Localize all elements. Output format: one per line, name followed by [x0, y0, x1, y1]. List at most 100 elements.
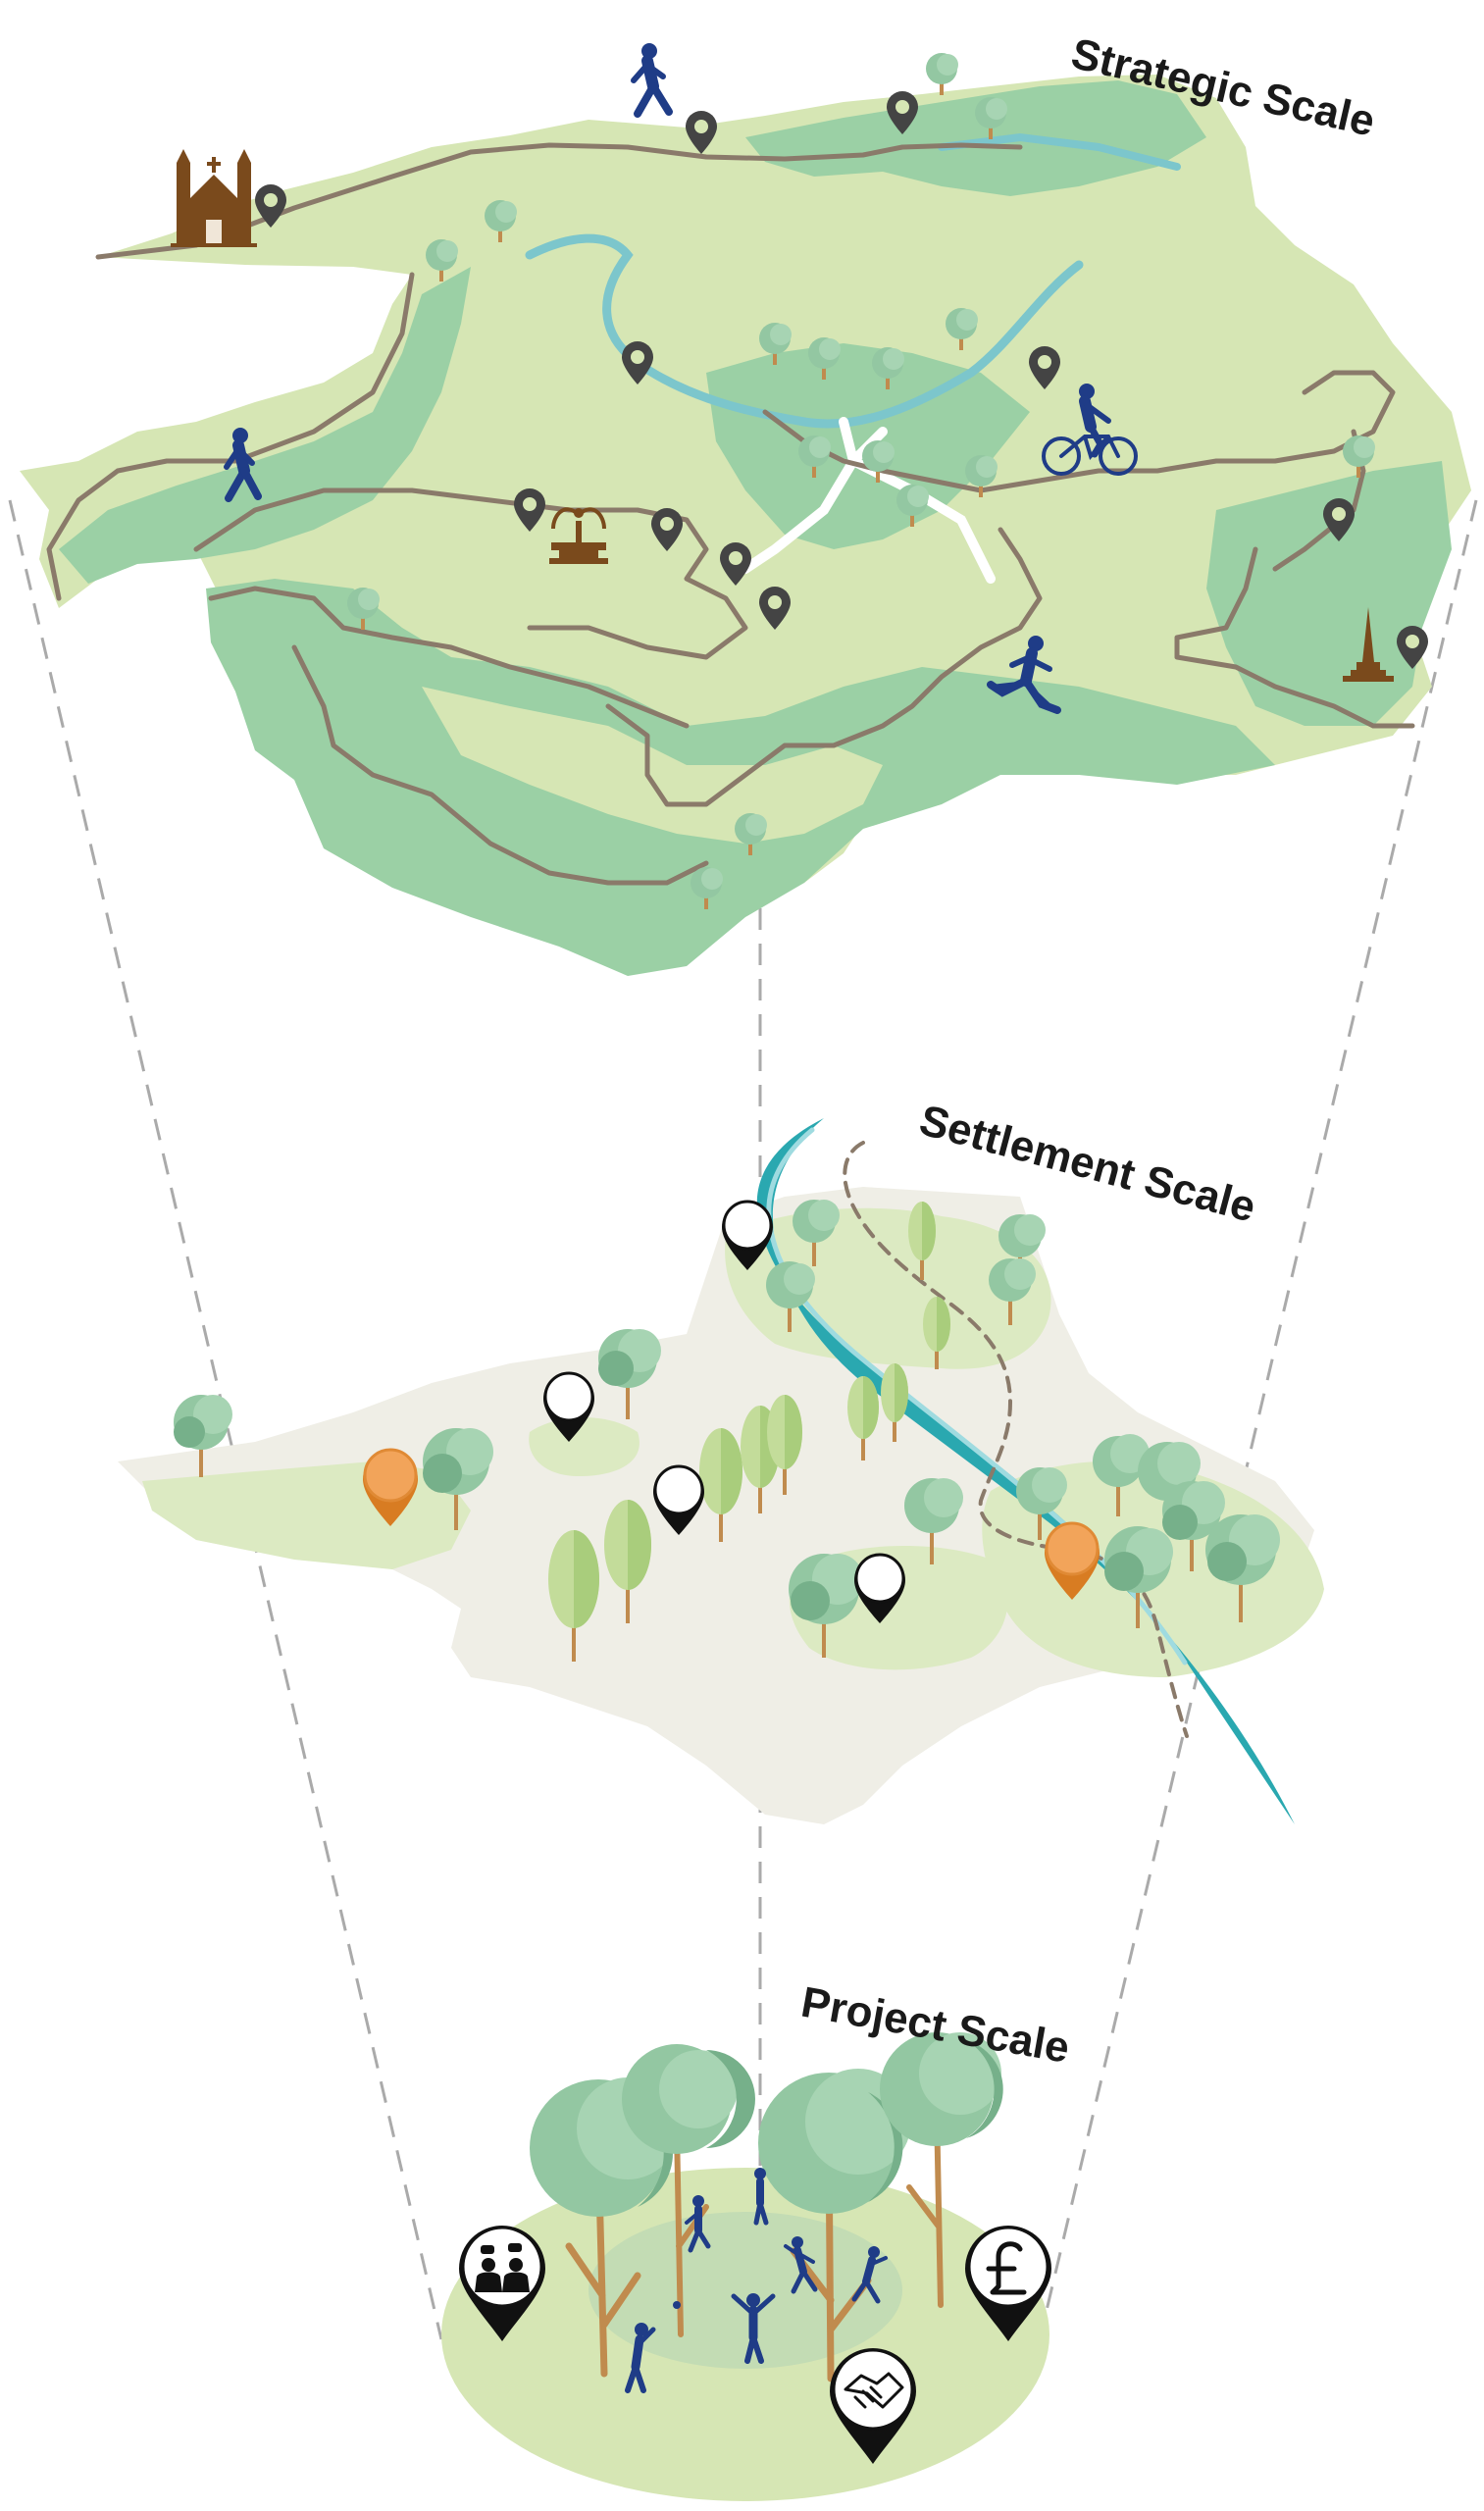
poplar-tree [923, 1297, 950, 1369]
map-pin-icon [720, 542, 751, 586]
map-pin-icon [1029, 346, 1060, 389]
tree [793, 1200, 840, 1266]
map-pin-white-icon [543, 1371, 594, 1442]
tree [1205, 1514, 1280, 1622]
poplar-tree [604, 1500, 651, 1623]
trail-central [193, 487, 748, 660]
project-people [625, 2168, 888, 2393]
poplar-tree [881, 1363, 908, 1442]
tree [1104, 1526, 1173, 1628]
trail-west-coast [46, 272, 415, 601]
tree [1343, 436, 1375, 478]
forest-region-east [1206, 461, 1452, 726]
person-icon [685, 2195, 711, 2253]
walking-person-icon [631, 43, 673, 118]
runner-icon [987, 636, 1061, 714]
river-main [525, 233, 1084, 429]
trail-network [46, 142, 1415, 886]
settlement-trees [174, 1200, 1280, 1658]
poplar-tree [767, 1395, 802, 1495]
pound-sign-icon [965, 2226, 1051, 2341]
tree [766, 1261, 815, 1332]
green-patch-west [142, 1461, 471, 1569]
river-north [938, 132, 1181, 171]
fountain-icon [549, 507, 608, 564]
walking-person-icon [224, 428, 262, 502]
trail-central-north [762, 409, 984, 493]
trail-east-loop [1174, 546, 1415, 729]
tree [946, 308, 978, 350]
community-people-icon [459, 2226, 545, 2341]
map-pin-orange-icon [1045, 1521, 1100, 1600]
handshake-icon [830, 2348, 916, 2464]
forest-region-west [59, 267, 471, 584]
map-pin-white-icon [653, 1464, 704, 1535]
tree [174, 1395, 232, 1477]
map-pin-icon [255, 184, 286, 228]
trail-south-loop [208, 586, 690, 729]
tree [485, 200, 517, 242]
tree [622, 2044, 755, 2337]
strategic-pins [255, 91, 1428, 669]
meadow-south-inner [422, 687, 883, 844]
tree [423, 1428, 493, 1530]
tree [926, 53, 958, 95]
connector-right [1038, 499, 1478, 2340]
tree [1016, 1467, 1067, 1540]
project-ground-inner [588, 2212, 902, 2369]
map-pin-icon [1323, 498, 1355, 541]
project-trees [530, 2032, 1003, 2383]
trail-southwest [291, 644, 709, 886]
tree [989, 1258, 1036, 1325]
tree [975, 97, 1007, 139]
tree [872, 347, 904, 389]
tree [798, 436, 831, 478]
obelisk-monument-icon [1343, 607, 1394, 682]
poplar-tree [699, 1428, 742, 1542]
poplar-tree [847, 1376, 879, 1460]
settlement-map: Settlement Scale [118, 1096, 1324, 1824]
poplar-tree [908, 1202, 936, 1280]
person-icon [753, 2168, 769, 2226]
map-pin-icon [651, 508, 683, 551]
trail-east [978, 370, 1396, 493]
map-pin-icon [759, 587, 791, 630]
green-patch-northwest [529, 1417, 640, 1476]
settlement-pins [363, 1200, 1100, 1623]
church-icon [171, 149, 257, 247]
tree [598, 1329, 661, 1419]
tree [808, 337, 841, 380]
settlement-poplars [548, 1202, 950, 1662]
tree [789, 1554, 863, 1658]
map-pin-icon [1397, 626, 1428, 669]
map-pin-orange-icon [363, 1448, 418, 1526]
green-patch-north [725, 1207, 1051, 1369]
map-pin-icon [887, 91, 918, 134]
map-pin-icon [622, 341, 653, 384]
tree [880, 2032, 1003, 2308]
tree [758, 2069, 911, 2383]
tree [759, 323, 792, 365]
cyclist-icon [1042, 384, 1138, 476]
map-pin-white-icon [854, 1553, 905, 1623]
person-icon [731, 2293, 776, 2364]
tree [896, 485, 929, 527]
person-icon [625, 2323, 656, 2393]
settlement-footpath [843, 1141, 1189, 1738]
tree [691, 867, 723, 909]
poplar-tree [548, 1530, 599, 1662]
trail-north [95, 142, 1023, 260]
connector-left [8, 499, 443, 2340]
tree [426, 239, 458, 282]
tree [965, 455, 998, 497]
project-scene: Project Scale [441, 1978, 1073, 2501]
tree [862, 440, 895, 483]
tree [735, 813, 767, 855]
strategic-trees [347, 53, 1375, 909]
forest-region-north [745, 80, 1206, 196]
trail-middle [605, 527, 1043, 807]
tree [1162, 1481, 1225, 1571]
map-pin-icon [514, 488, 545, 532]
ball-icon [673, 2301, 681, 2309]
strategic-map: Strategic Scale [20, 29, 1471, 976]
